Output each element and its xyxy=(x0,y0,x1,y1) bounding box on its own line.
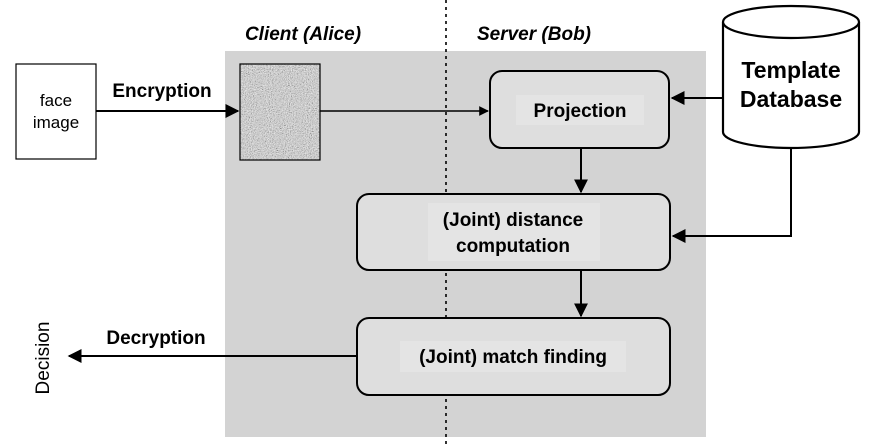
decision-label: Decision xyxy=(33,322,54,395)
template-database-cylinder-icon: Template Database xyxy=(721,4,861,150)
projection-step-box: Projection xyxy=(489,70,670,149)
encrypted-data-noise-icon xyxy=(239,63,321,161)
decryption-label: Decryption xyxy=(106,328,205,349)
projection-label: Projection xyxy=(534,101,627,122)
face-image-box: face image xyxy=(15,63,97,160)
database-to-distance-arrow xyxy=(671,148,792,243)
database-label-line1: Template xyxy=(741,57,840,83)
encryption-label: Encryption xyxy=(112,81,211,102)
client-region-label: Client (Alice) xyxy=(245,24,361,45)
distance-label-line1: (Joint) distance xyxy=(443,210,583,231)
server-region-label: Server (Bob) xyxy=(477,24,591,45)
database-label-line2: Database xyxy=(740,86,842,112)
distance-computation-step-box: (Joint) distance computation xyxy=(356,193,671,271)
face-image-label-line2: image xyxy=(33,113,79,132)
face-image-label-line1: face xyxy=(40,91,72,110)
match-finding-label: (Joint) match finding xyxy=(419,347,607,368)
distance-label-line2: computation xyxy=(456,236,570,257)
match-finding-step-box: (Joint) match finding xyxy=(356,317,671,396)
